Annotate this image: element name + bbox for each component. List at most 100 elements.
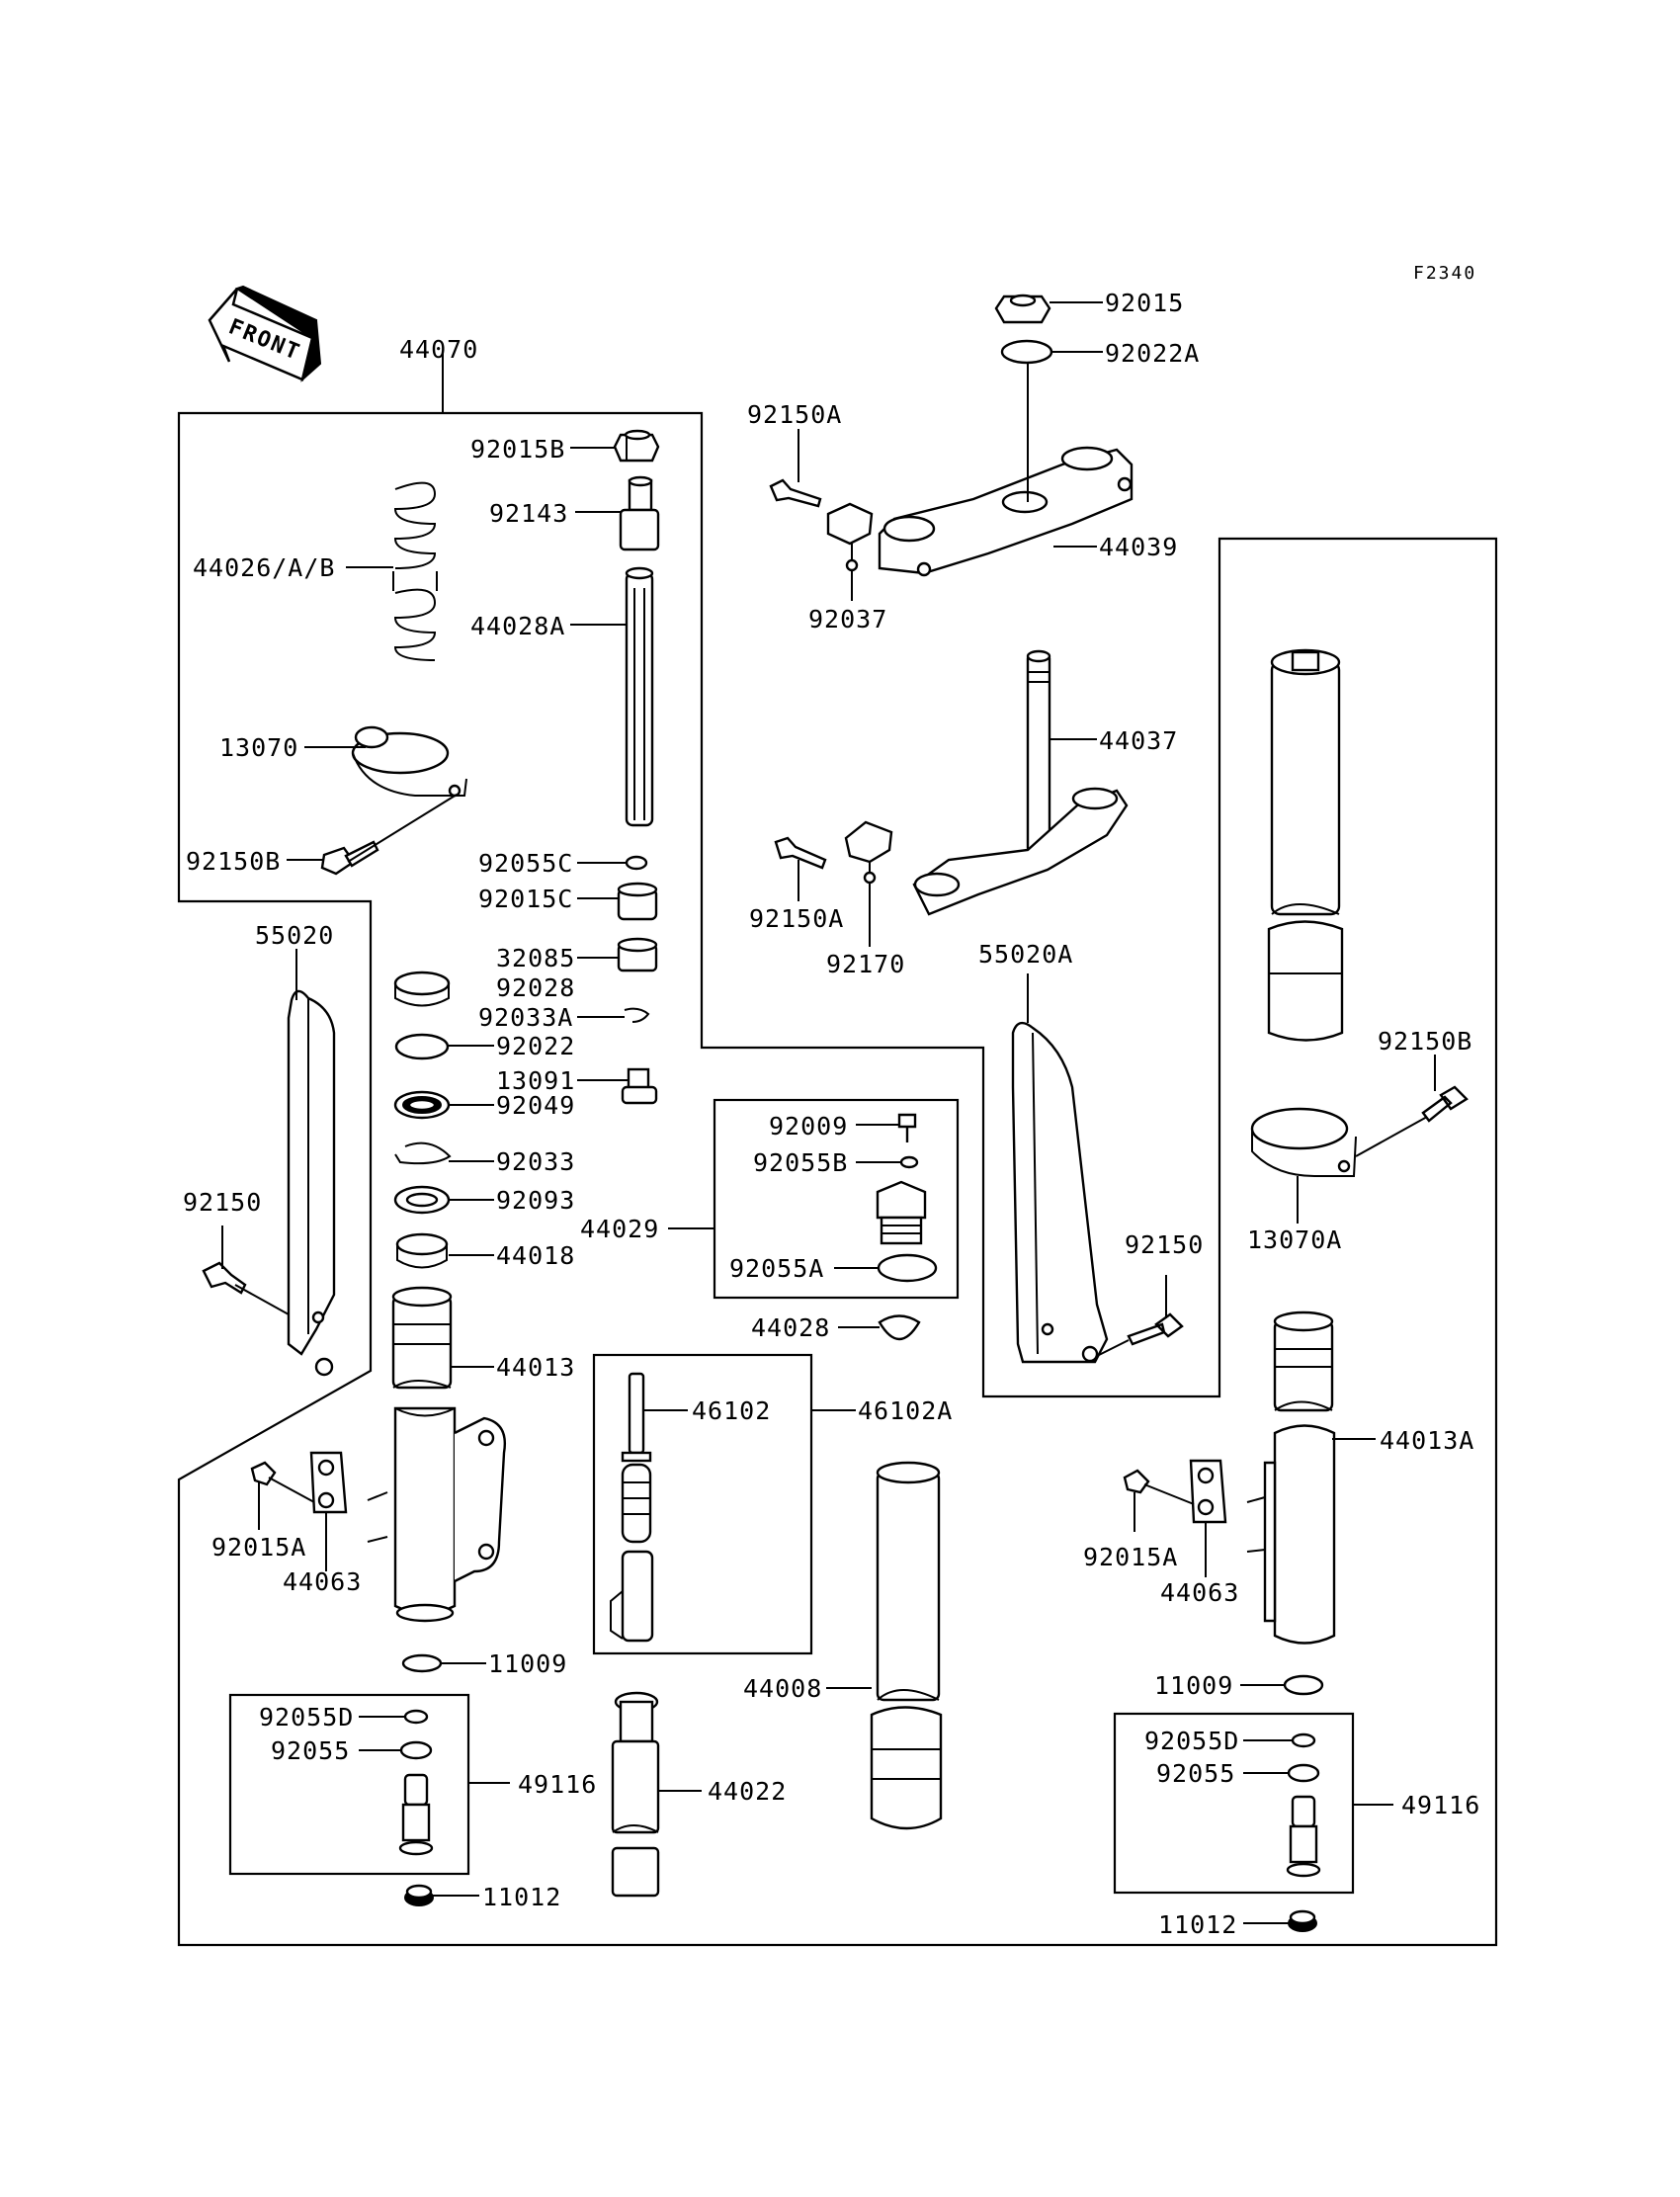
label-92033A: 92033A [478,1003,573,1032]
part-44039-upper-bracket [878,446,1134,577]
part-49116-valve-left [398,1773,434,1856]
label-44026-A-B: 44026/A/B [193,553,335,582]
part-44013A-inner-tube [1273,1310,1334,1412]
part-92150B-bolt-right [1421,1085,1469,1123]
label-92150B-right: 92150B [1378,1027,1472,1056]
part-92037-cable-holder [826,502,874,573]
part-46102-rebound-rod [610,1372,654,1643]
label-92009: 92009 [769,1112,848,1141]
part-55020-fork-guard-left [287,989,336,1377]
part-92170-clamp [844,820,893,885]
part-left-outer-tube [367,1406,506,1623]
label-92055-right: 92055 [1156,1759,1235,1788]
label-49116-left: 49116 [518,1770,597,1799]
part-44013-inner-tube [391,1286,453,1390]
part-92055C-o-ring [625,855,648,871]
part-92015A-nut-left [250,1461,277,1486]
label-92033: 92033 [496,1147,575,1176]
part-44018-guide-bush [395,1232,449,1269]
assembly-box-49116-right [1113,1712,1355,1895]
part-44063-axle-clamp-left [309,1451,348,1514]
label-11012-left: 11012 [482,1883,561,1911]
label-92015: 92015 [1105,289,1184,317]
label-44018: 44018 [496,1241,575,1270]
part-92022A-washer [1000,339,1053,365]
label-44028A: 44028A [470,612,565,640]
label-92055B: 92055B [753,1148,848,1177]
label-44029: 44029 [580,1215,659,1243]
part-92150B-bolt-left [320,840,379,876]
label-55020A: 55020A [978,940,1073,969]
part-11012-nut-right [1288,1909,1317,1932]
label-92150A-bottom: 92150A [749,904,844,933]
part-44037-steering-stem [912,649,1129,916]
label-49116-right: 49116 [1401,1791,1480,1819]
part-55020A-fork-guard-right [1011,1021,1109,1364]
leader-lines [221,301,1436,1924]
label-13070: 13070 [219,733,298,762]
label-92055C: 92055C [478,849,573,878]
part-92022-washer [394,1033,450,1060]
part-92015C-nut [617,882,658,921]
assembly-box-46102A [592,1353,813,1655]
label-44070: 44070 [399,335,478,364]
label-92143: 92143 [489,499,568,528]
figure-code: F2340 [1413,263,1476,284]
part-44022-cylinder [611,1691,660,1898]
label-92150-right: 92150 [1125,1230,1204,1259]
part-13070-handlebar-clamp [351,725,467,798]
part-13091-plug [621,1067,658,1105]
part-44028A-damper-rod [625,566,654,827]
part-92015B-nut [613,429,660,463]
label-44013A: 44013A [1380,1426,1474,1455]
part-44029-fork-cap [876,1180,927,1245]
label-92049: 92049 [496,1091,575,1120]
part-92150-bolt-left [202,1261,247,1295]
label-55020: 55020 [255,921,334,950]
label-92037: 92037 [808,605,887,634]
label-92015B: 92015B [470,435,565,464]
part-92055A-o-ring [877,1253,938,1283]
label-44013: 44013 [496,1353,575,1382]
label-92150-left: 92150 [183,1188,262,1217]
part-32085-bush [617,937,658,972]
part-11009-gasket-right [1283,1674,1324,1696]
label-92022: 92022 [496,1032,575,1060]
label-46102A: 46102A [858,1396,953,1425]
part-92055B-o-ring [899,1155,919,1169]
label-92055D-right: 92055D [1144,1727,1239,1755]
assembly-box-44070-and-right-fork [177,411,1498,1947]
label-44063-left: 44063 [283,1567,362,1596]
label-92055D-left: 92055D [259,1703,354,1732]
part-92093-seal [393,1185,451,1215]
front-direction-arrow-icon: FRONT [208,285,322,382]
label-44063-right: 44063 [1160,1578,1239,1607]
part-92028-bush [393,971,451,1007]
label-13091: 13091 [496,1066,575,1095]
part-92150-bolt-right [1127,1312,1184,1346]
part-92009-screw [897,1113,917,1142]
part-right-outer-tube-upper [1267,648,1344,1042]
part-44026-fork-spring [392,481,438,661]
label-92015A-right: 92015A [1083,1543,1178,1571]
part-92150A-bolt-top [769,478,822,508]
label-11009-right: 11009 [1154,1671,1233,1700]
label-44008: 44008 [743,1674,822,1703]
part-44008-cartridge-tube [870,1461,943,1830]
label-13070A: 13070A [1247,1225,1342,1254]
part-right-outer-tube-lower [1246,1424,1336,1645]
part-92015-steering-nut [994,294,1051,324]
label-92015A-left: 92015A [211,1533,306,1562]
label-11009-left: 11009 [488,1649,567,1678]
part-92055-o-ring-left [399,1740,433,1760]
part-92143-collar [619,475,660,551]
assembly-box-44029 [713,1098,960,1300]
label-92170: 92170 [826,950,905,978]
label-92150A-top: 92150A [747,400,842,429]
label-92022A: 92022A [1105,339,1200,368]
part-92055D-o-ring-left [403,1709,429,1725]
label-44039: 44039 [1099,533,1178,561]
label-44028: 44028 [751,1313,830,1342]
label-92055-left: 92055 [271,1736,350,1765]
